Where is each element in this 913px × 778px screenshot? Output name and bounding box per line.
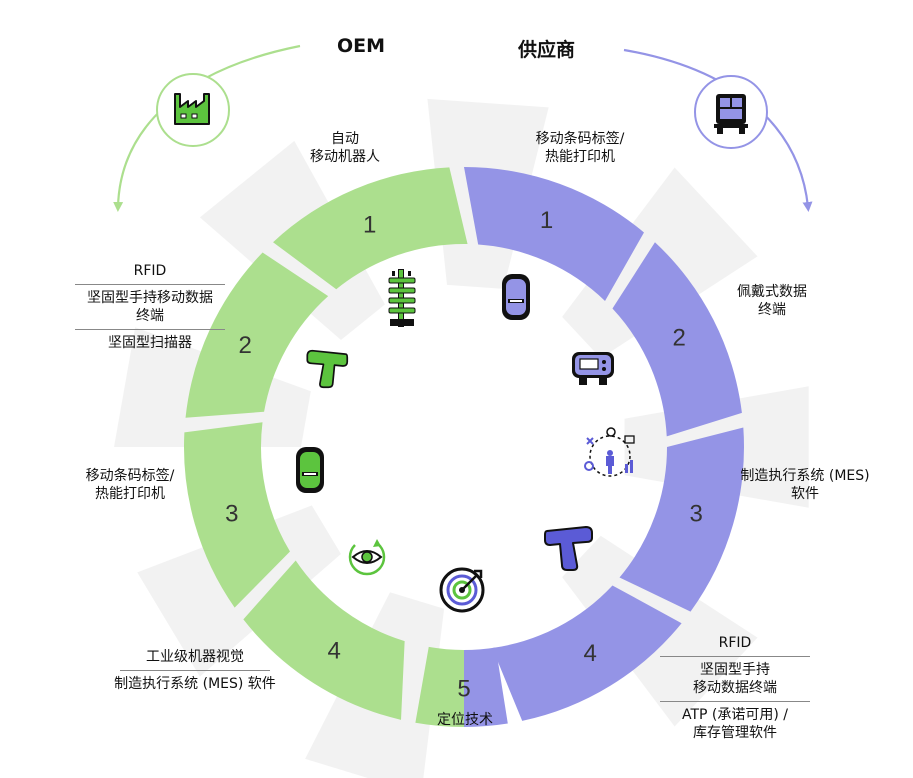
supplier-segment-2-label: 佩戴式数据终端 [712, 283, 832, 319]
wearable-terminal-icon [572, 352, 614, 385]
label-line: 坚固型手持 [700, 662, 770, 678]
mobile-label-printer-icon [296, 447, 324, 493]
mobile-label-printer-icon [502, 274, 530, 320]
label-separator [660, 656, 810, 657]
label-line: 佩戴式数据 [737, 284, 807, 300]
oem-segment-2-number: 2 [238, 332, 251, 359]
supplier-segment-3-arc [619, 427, 744, 612]
label-line: 移动条码标签/ [535, 131, 625, 147]
oem-segment-4-label: 工业级机器视觉制造执行系统 (MES) 软件 [95, 648, 295, 693]
oem-segment-3-label: 移动条码标签/热能打印机 [55, 467, 205, 503]
label-line: 终端 [758, 302, 786, 318]
label-line: RFID [133, 263, 167, 279]
label-separator [75, 329, 225, 330]
label-line: 移动机器人 [310, 149, 380, 165]
supplier-segment-1-number: 1 [540, 207, 553, 234]
label-line: 终端 [136, 308, 164, 324]
label-line: 坚固型扫描器 [108, 335, 192, 351]
oem-title: OEM [337, 35, 386, 57]
machine-vision-eye-icon [348, 539, 386, 576]
label-line: 库存管理软件 [693, 725, 777, 741]
shared-segment-5-label: 定位技术 [410, 711, 520, 729]
ring-segments [184, 167, 744, 727]
label-separator [660, 701, 810, 702]
supplier-segment-1-label: 移动条码标签/热能打印机 [515, 130, 645, 166]
label-line: 定位技术 [437, 712, 493, 728]
shared-segment-5-number: 5 [457, 676, 470, 703]
label-line: 热能打印机 [545, 149, 615, 165]
oem-segment-3-arc [184, 422, 290, 608]
label-separator [75, 284, 225, 285]
label-line: 软件 [791, 486, 819, 502]
oem-segment-1-number: 1 [363, 212, 376, 239]
oem-segment-2-label: RFID 坚固型手持移动数据终端坚固型扫描器 [60, 262, 240, 352]
label-line: 坚固型手持移动数据 [87, 290, 213, 306]
supplier-segment-4-arc [492, 585, 682, 721]
label-line: 制造执行系统 (MES) 软件 [114, 676, 276, 692]
oem-segment-4-arc [243, 560, 405, 720]
supplier-segment-4-label: RFID 坚固型手持移动数据终端 ATP (承诺可用) / 库存管理软件 [640, 634, 830, 742]
label-line: ATP (承诺可用) / [681, 707, 789, 723]
rugged-handheld-scanner-icon [544, 526, 593, 571]
label-line: 工业级机器视觉 [146, 649, 244, 665]
label-line: 自动 [331, 131, 359, 147]
location-target-icon [439, 567, 485, 613]
supplier-segment-1-arc [464, 167, 644, 301]
oem-segment-3-number: 3 [225, 501, 238, 528]
supplier-title: 供应商 [518, 39, 576, 61]
label-line: 移动数据终端 [693, 680, 777, 696]
supplier-segment-2-number: 2 [672, 324, 685, 351]
label-line: 热能打印机 [95, 486, 165, 502]
rugged-handheld-scanner-icon [306, 349, 349, 389]
supplier-segment-3-label: 制造执行系统 (MES) 软件 [720, 467, 890, 503]
autonomous-mobile-robot-icon [388, 269, 416, 327]
oem-segment-1-label: 自动移动机器人 [290, 130, 400, 166]
oem-segment-1-arc [273, 167, 468, 290]
label-separator [120, 670, 270, 671]
supplier-segment-3-number: 3 [689, 501, 702, 528]
shared-segment-5-arc-supplier [464, 647, 508, 727]
delivery-truck-icon [694, 75, 768, 149]
label-line: 移动条码标签/ [85, 468, 175, 484]
segment-numbers: 1 2 3 4 4 3 2 1 5 [225, 207, 703, 702]
oem-segment-4-number: 4 [328, 638, 341, 665]
supplier-segment-4-number: 4 [584, 640, 597, 667]
oem-segment-2-arc [185, 252, 329, 418]
supplier-segment-2-arc [612, 242, 742, 437]
label-line: 制造执行系统 (MES) [740, 468, 870, 484]
factory-icon [156, 73, 230, 147]
shared-segment-5-arc-oem [415, 646, 464, 727]
label-line: RFID [718, 635, 752, 651]
mes-software-network-icon [584, 427, 635, 477]
